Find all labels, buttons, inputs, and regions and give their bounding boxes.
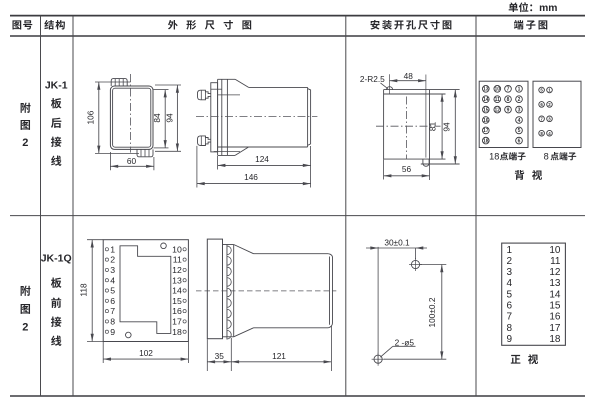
svg-text:146: 146 xyxy=(244,172,258,182)
svg-text:1: 1 xyxy=(507,245,513,256)
svg-text:30±0.1: 30±0.1 xyxy=(384,238,410,248)
svg-text:mm: mm xyxy=(539,3,557,14)
svg-text:1: 1 xyxy=(110,244,115,254)
svg-text:12: 12 xyxy=(549,267,561,278)
svg-text:18: 18 xyxy=(549,334,561,345)
svg-text:35: 35 xyxy=(215,351,225,361)
svg-text:118: 118 xyxy=(79,283,89,297)
svg-text:94: 94 xyxy=(164,113,174,123)
svg-text:8: 8 xyxy=(110,317,115,327)
svg-text:1: 1 xyxy=(518,87,521,93)
svg-text:2: 2 xyxy=(22,137,28,149)
svg-text:7: 7 xyxy=(507,312,513,323)
svg-text:18: 18 xyxy=(172,327,182,337)
svg-text:6: 6 xyxy=(518,138,521,144)
svg-text:15: 15 xyxy=(172,296,182,306)
svg-text:6: 6 xyxy=(540,102,543,107)
svg-text:17: 17 xyxy=(483,128,489,134)
svg-text:2 -ø5: 2 -ø5 xyxy=(395,337,415,347)
svg-text:13: 13 xyxy=(172,275,182,285)
svg-text:84: 84 xyxy=(152,113,162,123)
svg-text:10: 10 xyxy=(549,245,561,256)
svg-text:17: 17 xyxy=(549,323,561,334)
svg-text:13: 13 xyxy=(549,278,561,289)
svg-text:16: 16 xyxy=(549,312,561,323)
svg-text:10: 10 xyxy=(172,244,182,254)
svg-text:16: 16 xyxy=(172,306,182,316)
svg-text:12: 12 xyxy=(172,265,182,275)
svg-text:11: 11 xyxy=(495,97,501,103)
svg-text:18: 18 xyxy=(489,152,499,162)
svg-text:15: 15 xyxy=(483,107,489,113)
svg-text:3: 3 xyxy=(507,267,513,278)
svg-text:14: 14 xyxy=(172,286,182,296)
svg-text:2-R2.5: 2-R2.5 xyxy=(360,74,385,84)
svg-text:4: 4 xyxy=(518,118,521,124)
svg-text:15: 15 xyxy=(549,301,561,312)
svg-text:5: 5 xyxy=(110,286,115,296)
svg-text:7: 7 xyxy=(540,116,543,121)
svg-text:14: 14 xyxy=(549,289,561,300)
svg-text:4: 4 xyxy=(548,131,551,136)
svg-text:2: 2 xyxy=(110,255,115,265)
svg-text:1: 1 xyxy=(548,88,551,93)
svg-text:124: 124 xyxy=(255,154,269,164)
svg-text:8: 8 xyxy=(507,97,510,103)
svg-text:11: 11 xyxy=(550,256,561,267)
svg-text:3: 3 xyxy=(548,116,551,121)
svg-text:JK-1: JK-1 xyxy=(45,80,68,92)
svg-text:48: 48 xyxy=(404,71,414,81)
svg-text:11: 11 xyxy=(173,255,182,265)
svg-text:7: 7 xyxy=(507,87,510,93)
svg-text:13: 13 xyxy=(483,87,489,93)
svg-text:8: 8 xyxy=(507,323,513,334)
svg-text:94: 94 xyxy=(442,122,452,132)
svg-text:81: 81 xyxy=(428,122,438,132)
svg-text:9: 9 xyxy=(507,334,513,345)
svg-text:2: 2 xyxy=(507,256,513,267)
svg-text:12: 12 xyxy=(495,107,501,113)
svg-text:100±0.2: 100±0.2 xyxy=(427,297,437,327)
svg-text:5: 5 xyxy=(518,128,521,134)
svg-text:7: 7 xyxy=(110,306,115,316)
svg-text:2: 2 xyxy=(22,322,28,334)
svg-text:2: 2 xyxy=(518,97,521,103)
svg-text:2: 2 xyxy=(548,102,551,107)
svg-text:16: 16 xyxy=(483,118,489,124)
svg-text:9: 9 xyxy=(110,327,115,337)
svg-text:3: 3 xyxy=(518,107,521,113)
svg-text:9: 9 xyxy=(507,107,510,113)
svg-text:6: 6 xyxy=(507,301,513,312)
svg-text:5: 5 xyxy=(507,289,513,300)
svg-text:14: 14 xyxy=(483,97,489,103)
svg-text:3: 3 xyxy=(110,265,115,275)
svg-text:4: 4 xyxy=(110,275,115,285)
svg-text:8: 8 xyxy=(540,131,543,136)
svg-text:106: 106 xyxy=(86,110,96,124)
svg-text:17: 17 xyxy=(172,317,182,327)
svg-text:8: 8 xyxy=(544,152,549,162)
svg-text:6: 6 xyxy=(110,296,115,306)
svg-text:121: 121 xyxy=(272,351,286,361)
svg-text:60: 60 xyxy=(127,156,137,166)
svg-text:5: 5 xyxy=(540,88,543,93)
svg-text:18: 18 xyxy=(483,138,489,144)
svg-text:102: 102 xyxy=(139,348,153,358)
svg-text:56: 56 xyxy=(402,164,412,174)
svg-text:JK-1Q: JK-1Q xyxy=(41,253,72,265)
svg-text:4: 4 xyxy=(507,278,513,289)
svg-text:10: 10 xyxy=(495,87,501,93)
